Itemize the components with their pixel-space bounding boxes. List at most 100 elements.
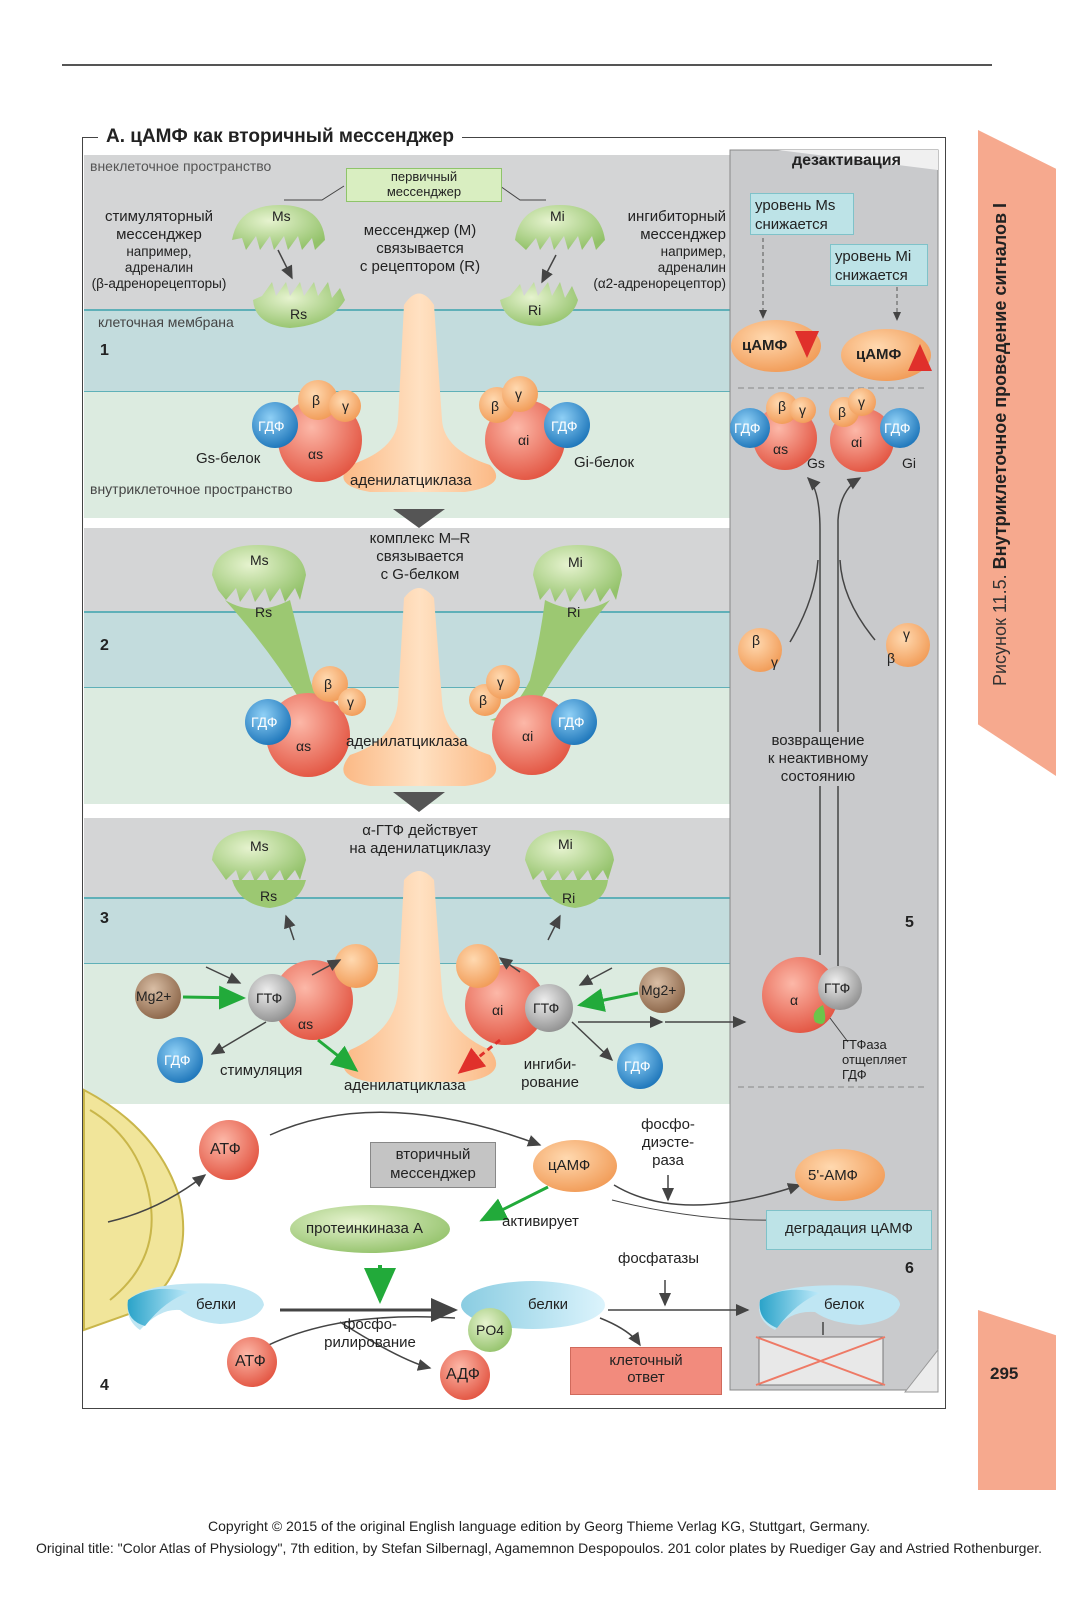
gs-deact-label: Gs (807, 455, 825, 471)
adenylate-cyclase-1 (343, 293, 497, 492)
gdp-deact-s (730, 408, 770, 448)
cyclase-label-2: аденилатциклаза (346, 733, 468, 750)
extracellular-label: внеклеточное пространство (90, 158, 272, 174)
stim-l3: например, (126, 244, 192, 259)
panel2-caption: комплекс M–R связывается с G-белком (340, 530, 500, 584)
camp-main (533, 1140, 617, 1192)
activates-label: активирует (502, 1213, 579, 1230)
gdp-i-label-2: ГДФ (558, 714, 585, 730)
gdp-out-i-label: ГДФ (624, 1058, 651, 1074)
beta-deact-i: β (838, 404, 847, 420)
phosphorylation-l1: фосфо- (343, 1316, 397, 1333)
ri-label-2: Ri (567, 604, 581, 620)
po4-label: PO4 (476, 1322, 505, 1338)
binding-l3: с рецептором (R) (359, 258, 481, 275)
gdp-deact-i-label: ГДФ (884, 420, 911, 436)
ms-decrease-l2: снижается (755, 216, 828, 233)
alpha-s-3 (273, 960, 353, 1040)
panel3-caption: α-ГТФ действует на аденилатциклазу (330, 822, 510, 858)
gamma-s-2 (338, 688, 366, 716)
camp-down-label: цАМФ (742, 337, 788, 354)
gdp-out-i (617, 1043, 663, 1089)
mg-s (135, 973, 181, 1019)
top-rule (62, 64, 992, 66)
camp-degradation-box: деградация цАМФ (766, 1210, 932, 1250)
gamma-released-s: γ (771, 654, 778, 670)
proteins-label-1: белки (196, 1296, 236, 1313)
protein-label-deact: белок (824, 1296, 865, 1313)
amp-5 (795, 1149, 885, 1201)
cellular-response-box: клеточный ответ (570, 1347, 722, 1395)
gamma-i-1 (502, 376, 538, 412)
ms-label-3: Ms (250, 838, 269, 854)
ri-label-3: Ri (562, 890, 576, 906)
rs-label-2: Rs (255, 604, 273, 620)
alpha-deact-label: α (790, 992, 799, 1008)
phosphatases-label: фосфатазы (618, 1250, 700, 1267)
gamma-i-label-2: γ (497, 674, 504, 690)
gtp-s (248, 974, 296, 1022)
messenger-ms-1 (232, 205, 325, 250)
stim-l4: адреналин (124, 260, 194, 275)
inhib-messenger-text: ингибиторный мессенджер например, адрена… (580, 208, 726, 292)
gamma-released-i: γ (903, 626, 910, 642)
alpha-s-label-2: αs (296, 738, 312, 754)
cyclase-label-3: аденилатциклаза (344, 1077, 466, 1094)
ms-label-2: Ms (250, 552, 269, 568)
po4-circle (468, 1308, 512, 1352)
rs-label-1: Rs (290, 306, 308, 322)
beta-s-1 (298, 380, 338, 420)
receptor-ri-1 (500, 282, 578, 326)
messenger-mi-1 (515, 205, 605, 250)
cyclase-label-1: аденилатциклаза (350, 472, 472, 489)
gtp-label-i: ГТФ (533, 1000, 560, 1016)
beta-released-i: β (887, 650, 896, 666)
atp-label-2: АТФ (235, 1353, 266, 1370)
chapter-tab (978, 130, 1056, 776)
pka (290, 1205, 450, 1253)
beta-i-label-2: β (479, 692, 488, 708)
inhib-l1: ингибиторный (627, 208, 726, 225)
stim-l5: (β-адренорецепторы) (91, 276, 227, 291)
phosphorylation-l2: рилирование (324, 1334, 416, 1351)
stimulation-label: стимуляция (220, 1062, 303, 1079)
gdp-i-1 (544, 402, 590, 448)
membrane-label: клеточная мембрана (98, 314, 234, 330)
binding-l1: мессенджер (M) (363, 222, 477, 239)
gi-protein-label: Gi-белок (574, 454, 635, 471)
page-tab (978, 1310, 1056, 1490)
inhibition-l1: ингиби- (523, 1056, 577, 1073)
alpha-i-2 (492, 695, 572, 775)
response-l1: клеточный (609, 1352, 683, 1369)
camp-up-label: цАМФ (856, 346, 902, 363)
binding-text: мессенджер (M) связывается с рецептором … (340, 222, 500, 276)
mi-label-3: Mi (558, 836, 573, 852)
stim-l1: стимуляторный (104, 208, 214, 225)
beta-released-s: β (752, 632, 761, 648)
figure-caption: Рисунок 11.5. Внутриклеточное проведение… (990, 203, 1011, 686)
pde-l2: диэсте- (641, 1134, 695, 1151)
complex-ms-3 (212, 830, 306, 882)
rs-label-3: Rs (260, 888, 278, 904)
mi-decrease-l1: уровень Mi (835, 248, 912, 265)
beta-i-label-1: β (491, 398, 500, 414)
atp-circle-2 (227, 1337, 277, 1387)
stim-messenger-text: стимуляторный мессенджер например, адрен… (86, 208, 232, 292)
pde-l3: раза (652, 1152, 684, 1169)
beta-s-label-2: β (324, 676, 333, 692)
caption-text: Внутриклеточное проведение сигналов I (990, 202, 1010, 570)
gdp-s-2 (245, 699, 291, 745)
camp-label: цАМФ (548, 1157, 591, 1174)
gtpase-l3: ГДФ (842, 1067, 867, 1082)
phosphorylation-label: фосфо- рилирование (310, 1316, 430, 1352)
pka-label: протеинкиназа А (306, 1220, 423, 1237)
receptor-rs-1 (253, 282, 345, 328)
ms-decrease-l1: уровень Ms (755, 197, 836, 214)
alpha-s-label-1: αs (308, 446, 324, 462)
alpha-i-label-3: αi (492, 1002, 504, 1018)
beta-gamma-deact-i (886, 623, 930, 667)
complex-mr-s-2 (212, 545, 306, 602)
gi-deact-label: Gi (902, 455, 916, 471)
gamma-1: γ (342, 398, 349, 414)
return-l3: состоянию (780, 768, 856, 785)
